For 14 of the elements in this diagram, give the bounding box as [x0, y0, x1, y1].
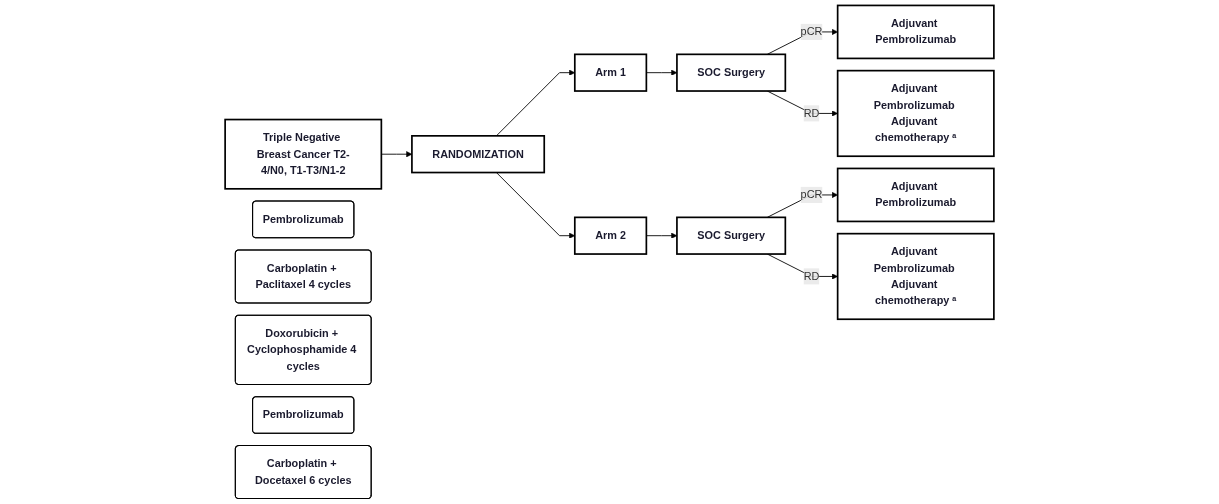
node-box: Adjuvant Pembrolizumab Adjuvant chemotherapy ᵃ: [836, 232, 995, 321]
node-box: Arm 2: [573, 216, 648, 255]
node-box: SOC Surgery: [676, 53, 787, 92]
edge-label: RD: [803, 107, 820, 119]
node-box: Adjuvant Pembrolizumab: [836, 4, 995, 60]
node-box: SOC Surgery: [676, 216, 787, 255]
node-box: Triple Negative Breast Cancer T2-4/N0, T1-T3/N1-2: [224, 118, 383, 190]
edge-label: RD: [803, 270, 820, 282]
node-box: Arm 1: [573, 53, 648, 92]
edge-label: pCR: [800, 188, 823, 201]
node-box: Adjuvant Pembrolizumab Adjuvant chemotherapy ᵃ: [836, 69, 995, 158]
node-box: Adjuvant Pembrolizumab: [836, 167, 995, 223]
node-box: RANDOMIZATION: [411, 135, 546, 174]
edge-label: pCR: [800, 25, 823, 38]
